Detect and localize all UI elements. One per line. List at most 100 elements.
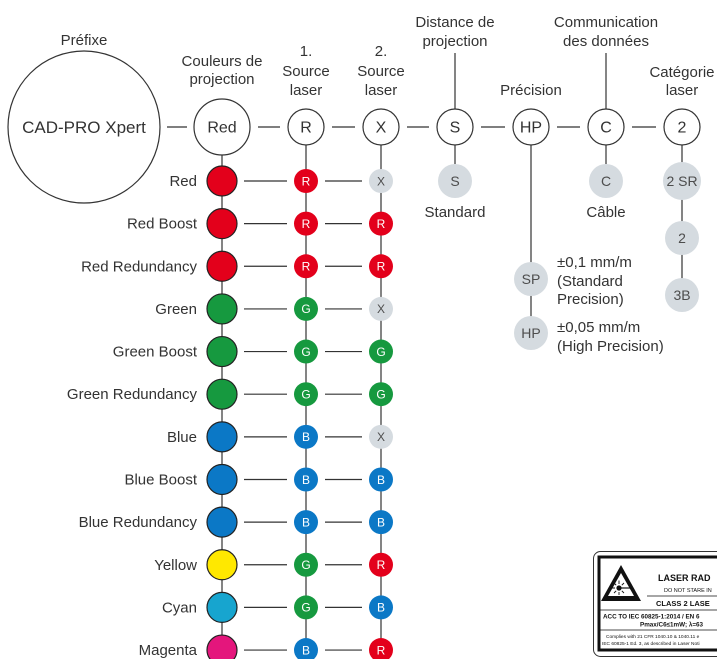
header-category-line-2: laser bbox=[666, 82, 699, 99]
header-source1-line-3: laser bbox=[290, 82, 323, 99]
projection-color-row: Green Redundancy G G bbox=[67, 378, 393, 410]
projection-color-swatch bbox=[206, 549, 238, 581]
source2-code: R bbox=[377, 643, 386, 657]
option-nodes: S Standard SP ±0,1 mm/m (Standard Precis… bbox=[425, 162, 701, 355]
source1-dot bbox=[294, 424, 318, 449]
header-communication-line-2: des données bbox=[563, 33, 649, 50]
precision-option-hp-dot bbox=[514, 316, 548, 350]
code-row: CAD-PRO Xpert Red R X S HP C 2 bbox=[7, 50, 701, 204]
source2-code: G bbox=[376, 345, 385, 359]
projection-color-label: Magenta bbox=[139, 642, 198, 659]
source1-code: R bbox=[302, 174, 311, 188]
source1-code: B bbox=[302, 430, 310, 444]
source1-dot bbox=[294, 552, 318, 577]
source1-code: G bbox=[301, 558, 310, 572]
source1-code: R bbox=[302, 217, 311, 231]
projection-color-swatch bbox=[206, 208, 238, 240]
source2-code: R bbox=[377, 260, 386, 274]
source1-dot bbox=[294, 254, 318, 279]
precision-node-code: HP bbox=[520, 120, 542, 137]
header-source1-line-2: Source bbox=[282, 63, 330, 80]
header-colors-line-1: Couleurs de bbox=[182, 53, 263, 70]
laser-warning-label: LASER RAD DO NOT STARE IN CLASS 2 LASE A… bbox=[593, 551, 717, 657]
source2-code: B bbox=[377, 473, 385, 487]
source1-dot bbox=[294, 339, 318, 364]
source1-code: R bbox=[302, 260, 311, 274]
source1-code: G bbox=[301, 388, 310, 402]
projection-color-label: Yellow bbox=[154, 557, 197, 574]
distance-option-code: S bbox=[450, 173, 459, 189]
distance-option-label: Standard bbox=[425, 204, 486, 221]
source1-code: G bbox=[301, 302, 310, 316]
projection-color-swatch bbox=[206, 591, 238, 624]
source1-dot bbox=[294, 296, 318, 321]
source1-code: B bbox=[302, 473, 310, 487]
projection-color-label: Red bbox=[169, 173, 197, 190]
precision-option-hp-label-2: (High Precision) bbox=[557, 338, 664, 355]
category-option-2sr-dot bbox=[663, 162, 701, 200]
source2-code: X bbox=[377, 174, 385, 188]
category-node-code: 2 bbox=[678, 120, 687, 137]
header-source2-line-1: 2. bbox=[375, 43, 388, 60]
precision-option-hp-label-1: ±0,05 mm/m bbox=[557, 319, 640, 336]
label-compliance-1: Complies with 21 CFR 1040.10 & 1040.11 e bbox=[606, 634, 700, 640]
label-warning: DO NOT STARE IN bbox=[664, 588, 712, 594]
source1-dot bbox=[294, 467, 318, 492]
projection-color-label: Green Redundancy bbox=[67, 386, 198, 403]
label-title: LASER RAD bbox=[658, 573, 711, 583]
source1-dot bbox=[294, 382, 318, 407]
source2-dot bbox=[369, 424, 393, 449]
color-code: Red bbox=[207, 120, 236, 137]
source2-dot bbox=[369, 169, 393, 193]
source2-dot bbox=[369, 382, 393, 407]
source2-code: B bbox=[377, 515, 385, 529]
header-distance-line-2: projection bbox=[422, 33, 487, 50]
category-option-3b-code: 3B bbox=[673, 287, 690, 303]
source1-code: B bbox=[302, 643, 310, 657]
label-power: Pmax/C6≤1mW; λ=63 bbox=[640, 621, 704, 629]
distance-option-dot bbox=[438, 164, 472, 198]
source1-dot bbox=[294, 510, 318, 535]
projection-color-swatch bbox=[206, 165, 238, 197]
color-node bbox=[193, 98, 251, 156]
label-class: CLASS 2 LASE bbox=[656, 599, 710, 608]
label-compliance-2: IEC 60825-1 Ed. 3, as described in Laser… bbox=[602, 641, 700, 647]
header-precision: Précision bbox=[500, 82, 562, 99]
projection-color-label: Blue Redundancy bbox=[79, 514, 198, 531]
source2-code: X bbox=[377, 302, 385, 316]
source1-code: G bbox=[301, 601, 310, 615]
source2-code: G bbox=[376, 388, 385, 402]
category-node bbox=[663, 108, 701, 146]
source1-node bbox=[287, 108, 325, 146]
projection-color-swatch bbox=[206, 250, 238, 282]
warning-triangle-inner bbox=[608, 573, 634, 596]
communication-node-code: C bbox=[600, 120, 612, 137]
header-communication-line-1: Communication bbox=[554, 14, 658, 31]
source1-dot bbox=[294, 169, 318, 193]
source2-dot bbox=[369, 595, 393, 620]
header-colors-line-2: projection bbox=[189, 71, 254, 88]
source1-code: B bbox=[302, 515, 310, 529]
projection-color-swatch bbox=[206, 463, 238, 496]
distance-node bbox=[436, 108, 474, 146]
projection-color-label: Green bbox=[155, 301, 197, 318]
projection-color-swatch bbox=[206, 335, 238, 368]
projection-color-swatch bbox=[206, 634, 238, 659]
source2-dot bbox=[369, 254, 393, 279]
projection-color-swatch bbox=[206, 421, 238, 453]
header-distance-line-1: Distance de bbox=[415, 14, 494, 31]
communication-option-code: C bbox=[601, 173, 611, 189]
category-option-3b-dot bbox=[665, 278, 699, 312]
source2-node bbox=[362, 108, 400, 146]
projection-color-row: Red R X bbox=[169, 165, 393, 197]
category-option-2-code: 2 bbox=[678, 230, 686, 246]
source1-node-code: R bbox=[300, 120, 312, 137]
precision-option-sp-label-2: (Standard bbox=[557, 273, 623, 290]
